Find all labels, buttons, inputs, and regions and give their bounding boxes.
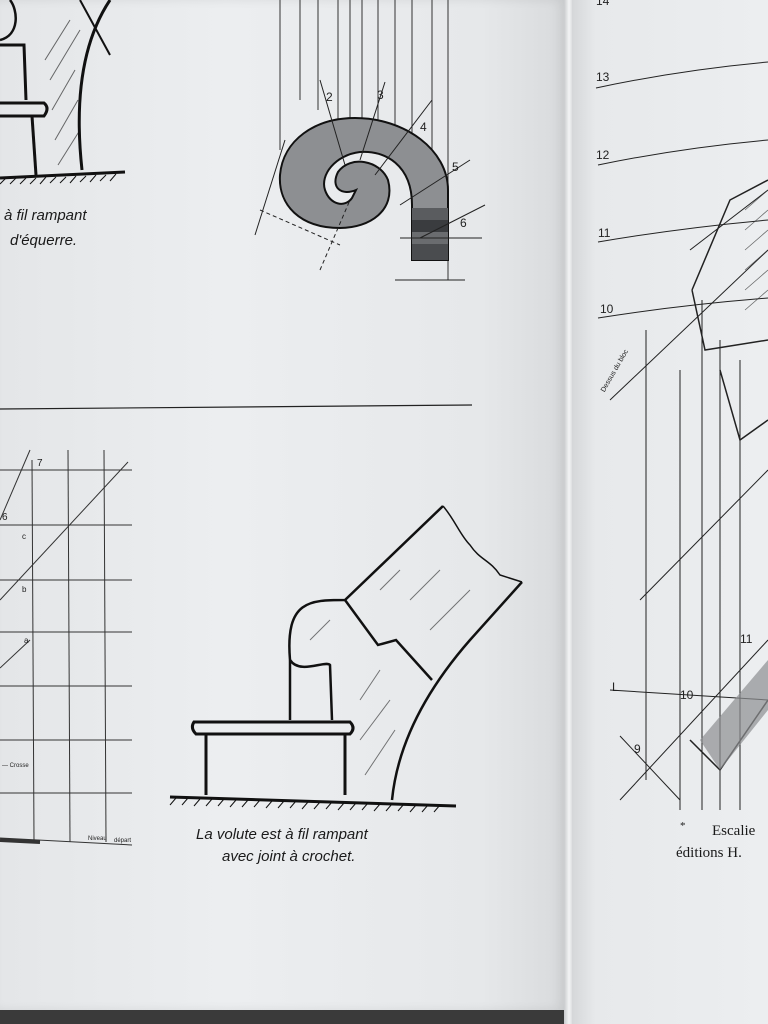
volute-caption-line2: avec joint à crochet. [222,848,356,865]
top-caption-line1: à fil rampant [4,207,87,224]
grid-diagram [0,449,133,846]
spiral-label-4: 4 [420,120,427,134]
letter-l: L [612,680,619,694]
grid-label-depart: départ [114,838,132,844]
volute-caption-line1: La volute est à fil rampant [196,826,368,843]
spiral-label-2: 2 [326,90,333,104]
grid-label-crosse: — Crosse [2,763,29,769]
grid-mark-b: b [22,585,27,594]
book-gutter [564,0,574,1024]
top-caption-line2: d'équerre. [10,232,78,249]
level-13: 13 [596,70,610,84]
level-12: 12 [596,148,610,162]
level-10: 10 [600,302,614,316]
label-9: 9 [634,742,641,756]
grid-mark-c: c [22,532,26,541]
right-caption-line1: Escalie [712,823,756,839]
section-divider [0,404,473,410]
grid-mark-a: a [24,636,29,645]
spiral-label-5: 5 [452,160,459,174]
spiral-label-3: 3 [377,88,384,102]
label-10: 10 [680,688,694,702]
spiral-label-6: 6 [460,216,467,230]
grid-label-niveau: Niveau [88,836,107,842]
left-page-drawings [0,0,523,846]
caption-asterisk: * [680,820,686,832]
grid-label-6: 6 [2,512,8,523]
level-14: 14 [596,0,610,8]
top-volute-sketch [0,0,126,185]
volute-sketch [169,505,523,813]
level-11: 11 [598,226,611,240]
grid-label-7: 7 [37,458,43,469]
spiral-technical-drawing [254,0,486,281]
right-caption-line2: éditions H. [676,845,742,861]
label-11: 11 [740,632,753,646]
